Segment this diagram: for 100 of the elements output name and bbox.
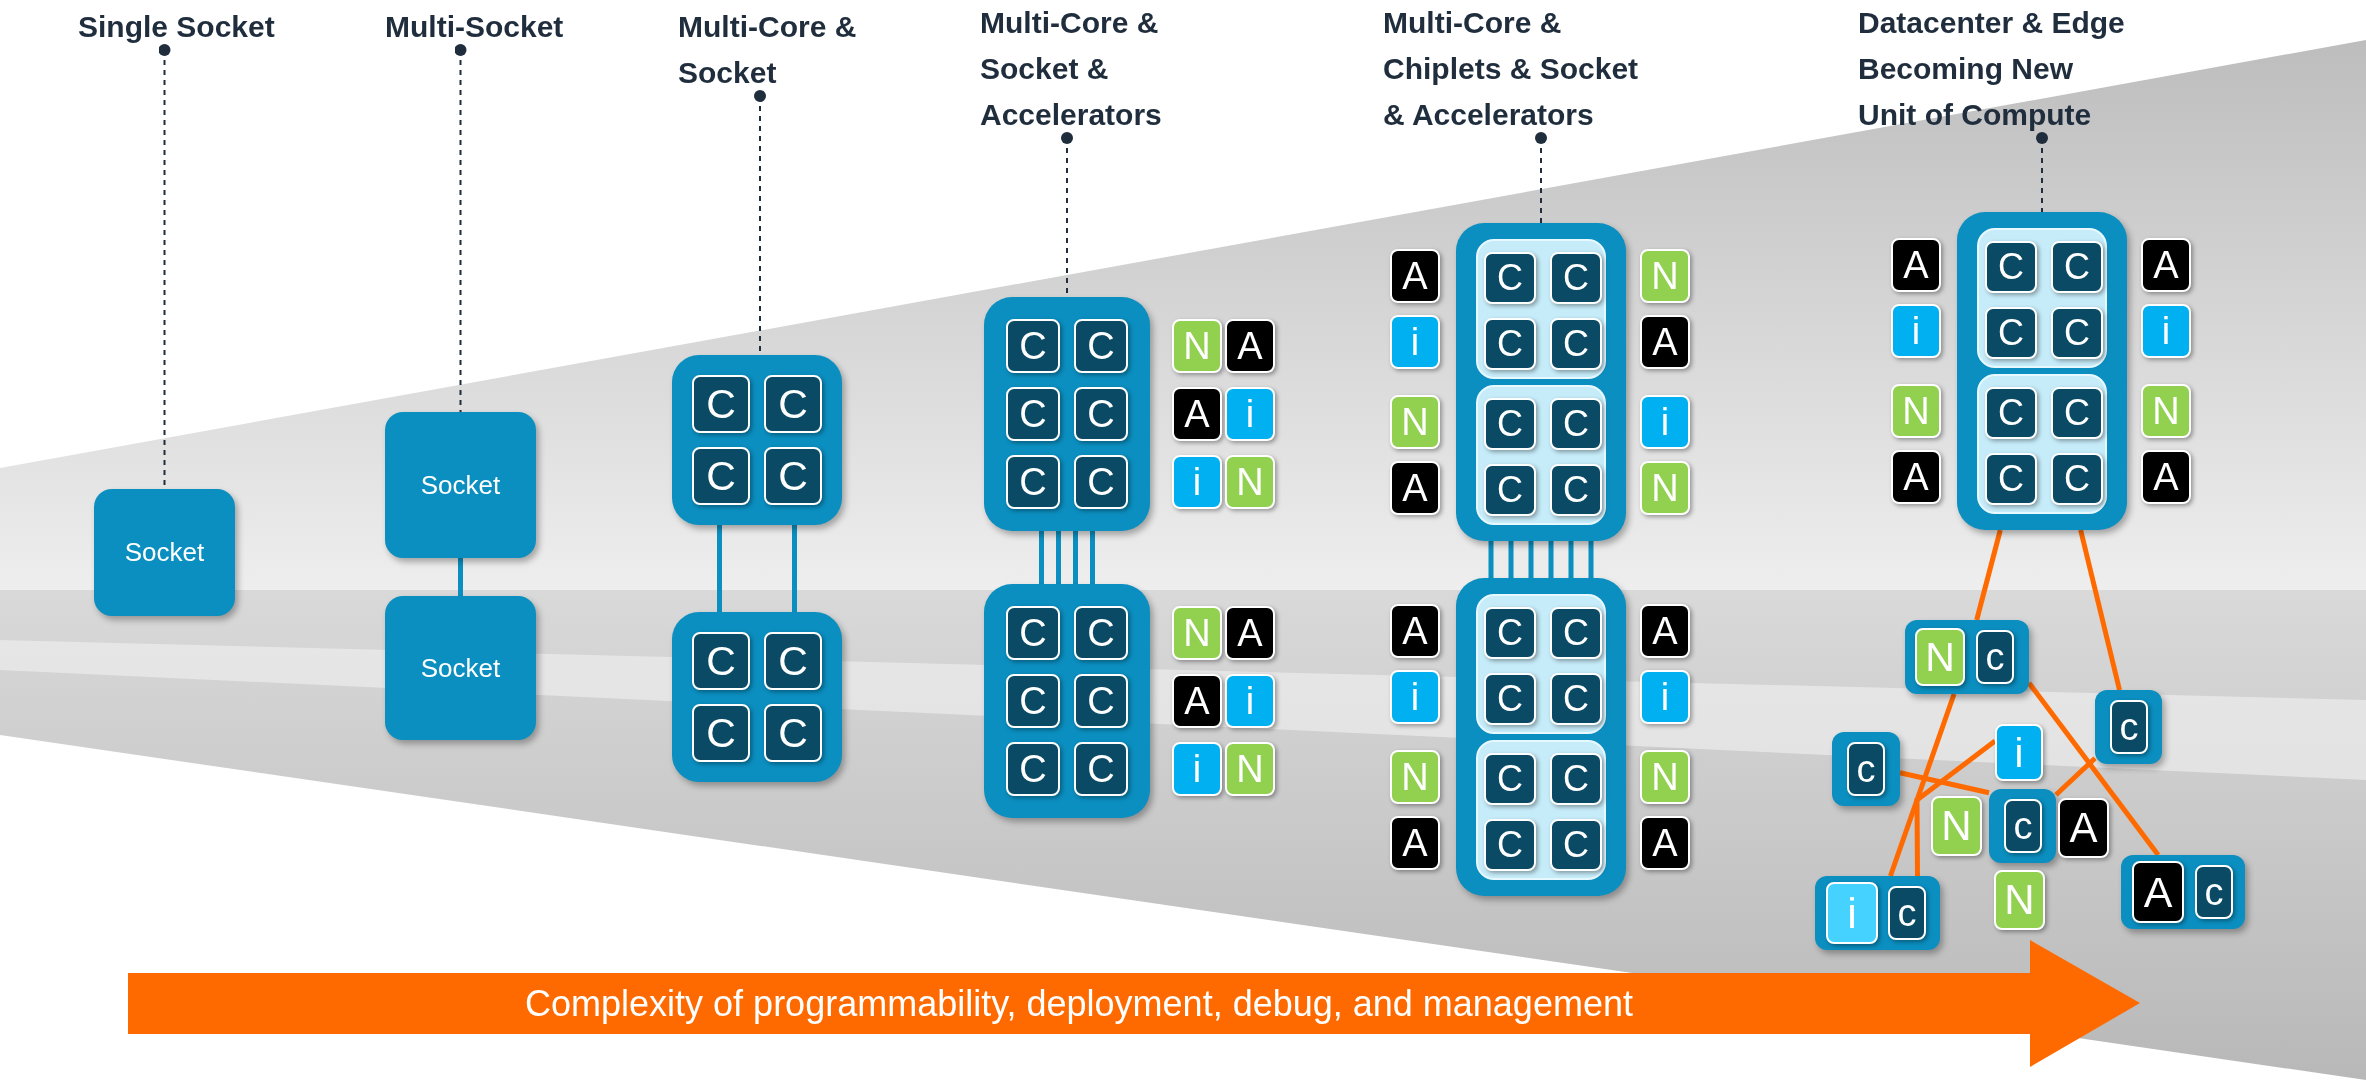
- core-tile: c: [1847, 742, 1885, 796]
- infrastructure-tile: i: [1826, 882, 1878, 944]
- connector-line: [1488, 541, 1494, 578]
- core-tile: C: [1985, 307, 2037, 359]
- connector-line: [458, 558, 463, 596]
- infrastructure-tile: i: [1225, 674, 1275, 728]
- core-tile: c: [2110, 700, 2148, 754]
- core-tile: C: [1006, 606, 1060, 660]
- network-tile: N: [1390, 750, 1440, 804]
- accelerator-tile: A: [1891, 450, 1941, 504]
- socket-box: Socket: [385, 412, 536, 558]
- core-tile: C: [764, 704, 822, 762]
- infrastructure-tile: i: [1891, 304, 1941, 358]
- accelerator-tile: A: [2058, 798, 2109, 858]
- core-tile: C: [1985, 387, 2037, 439]
- network-tile: N: [1172, 606, 1222, 660]
- core-tile: C: [2051, 453, 2103, 505]
- core-tile: C: [1484, 464, 1536, 516]
- processor-package: [1815, 876, 1940, 950]
- processor-package: [672, 612, 842, 782]
- processor-package: [984, 297, 1150, 531]
- accelerator-tile: A: [1225, 606, 1275, 660]
- network-tile: N: [1640, 249, 1690, 303]
- processor-package: [2121, 855, 2245, 929]
- connector-line: [1073, 531, 1078, 584]
- core-tile: C: [1550, 398, 1602, 450]
- accelerator-tile: A: [2132, 861, 2184, 923]
- core-tile: C: [1074, 455, 1128, 509]
- accelerator-tile: A: [1891, 238, 1941, 292]
- core-tile: c: [1976, 630, 2014, 684]
- network-tile: N: [1931, 796, 1982, 856]
- connector-line: [1508, 541, 1514, 578]
- column-heading: Single Socket: [78, 4, 328, 50]
- core-tile: C: [1550, 673, 1602, 725]
- dotted-leader-line: [1535, 132, 1547, 224]
- core-tile: C: [1074, 387, 1128, 441]
- processor-package: [1456, 223, 1626, 541]
- core-tile: C: [1484, 673, 1536, 725]
- core-tile: C: [1484, 252, 1536, 304]
- core-tile: C: [1985, 241, 2037, 293]
- core-tile: C: [1985, 453, 2037, 505]
- core-tile: C: [1074, 319, 1128, 373]
- column-heading: Multi-Socket: [385, 4, 635, 50]
- chiplet-panel: [1476, 740, 1606, 880]
- column-heading: Multi-Core & Socket: [678, 4, 938, 96]
- accelerator-tile: A: [2141, 238, 2191, 292]
- chiplet-panel: [1476, 385, 1606, 525]
- network-tile: N: [1994, 870, 2045, 930]
- processor-package: [1989, 789, 2056, 863]
- core-tile: C: [692, 375, 750, 433]
- dotted-leader-line: [2036, 132, 2048, 213]
- accelerator-tile: A: [1225, 319, 1275, 373]
- processor-package: [1832, 732, 1900, 806]
- core-tile: c: [2004, 799, 2042, 853]
- connector-line: [2027, 681, 2161, 857]
- core-tile: C: [692, 632, 750, 690]
- core-tile: C: [2051, 387, 2103, 439]
- connector-line: [792, 525, 797, 612]
- connector-line: [2054, 756, 2097, 797]
- network-tile: N: [2141, 384, 2191, 438]
- network-tile: N: [1225, 455, 1275, 509]
- connector-line: [1974, 529, 2003, 621]
- network-tile: N: [1225, 742, 1275, 796]
- accelerator-tile: A: [1390, 604, 1440, 658]
- connector-line: [1056, 531, 1061, 584]
- infrastructure-tile: i: [1640, 395, 1690, 449]
- core-tile: C: [764, 375, 822, 433]
- infrastructure-tile: i: [1225, 387, 1275, 441]
- core-tile: C: [692, 704, 750, 762]
- column-heading: Datacenter & Edge Becoming New Unit of Compute: [1858, 0, 2133, 138]
- infrastructure-tile: i: [1172, 455, 1222, 509]
- processor-package: [2095, 690, 2162, 764]
- core-tile: C: [1550, 753, 1602, 805]
- core-tile: C: [1006, 742, 1060, 796]
- core-tile: c: [2195, 865, 2233, 919]
- core-tile: C: [1006, 319, 1060, 373]
- infrastructure-tile: i: [1390, 315, 1440, 369]
- accelerator-tile: A: [1172, 387, 1222, 441]
- dotted-leader-line: [454, 44, 467, 413]
- column-heading: Multi-Core & Chiplets & Socket & Accelerators: [1383, 0, 1653, 138]
- chiplet-panel: [1476, 594, 1606, 734]
- infrastructure-tile: i: [1995, 724, 2043, 781]
- connector-line: [1588, 541, 1594, 578]
- core-tile: C: [1074, 674, 1128, 728]
- core-tile: C: [1550, 464, 1602, 516]
- core-tile: C: [2051, 307, 2103, 359]
- processor-package: [1905, 620, 2029, 694]
- connector-line: [1568, 541, 1574, 578]
- network-tile: N: [1390, 395, 1440, 449]
- network-tile: N: [1891, 384, 1941, 438]
- core-tile: C: [1006, 674, 1060, 728]
- accelerator-tile: A: [1640, 315, 1690, 369]
- infrastructure-tile: i: [1640, 670, 1690, 724]
- accelerator-tile: A: [1390, 816, 1440, 870]
- core-tile: C: [1484, 398, 1536, 450]
- accelerator-tile: A: [1640, 604, 1690, 658]
- core-tile: C: [1006, 387, 1060, 441]
- connector-line: [717, 525, 722, 612]
- accelerator-tile: A: [1172, 674, 1222, 728]
- network-tile: N: [1915, 628, 1965, 686]
